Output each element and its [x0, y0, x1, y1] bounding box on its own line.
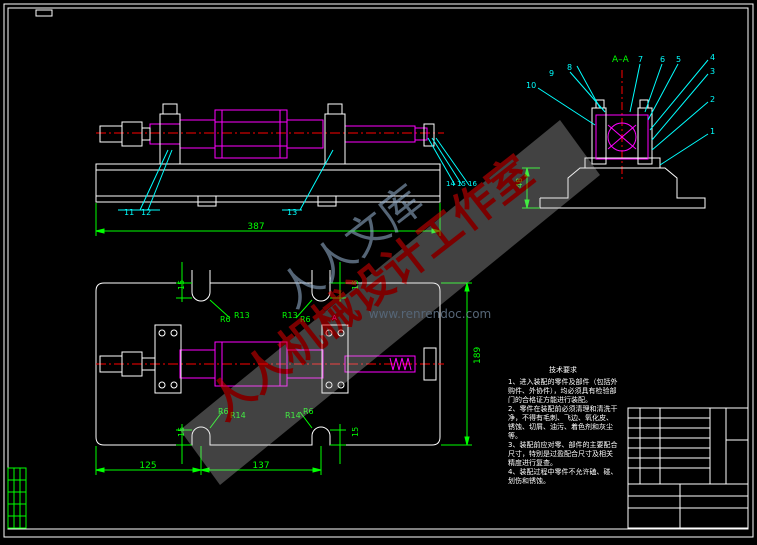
radius-br-1: R14 [285, 411, 301, 420]
radius-tr-2: R6 [300, 315, 311, 324]
callout-12: 12 [141, 208, 151, 217]
callout-1: 1 [710, 127, 715, 136]
section-mark: A [332, 314, 337, 322]
top-shaft [179, 341, 416, 387]
radius-tl-2: R13 [234, 311, 250, 320]
notes-line: 2、零件在装配前必须清理和清洗干净，不得有毛刺、飞边、氧化皮、锈蚀、切屑、油污、… [508, 405, 618, 440]
radius-bl-2: R14 [230, 411, 246, 420]
drawing-frame [7, 7, 749, 530]
dim-15-c: 15 [177, 427, 186, 437]
top-spring [389, 357, 412, 371]
callout-5: 5 [676, 55, 681, 64]
callout-9: 9 [549, 69, 554, 78]
radius-tl-1: R6 [220, 315, 231, 324]
callout-6: 6 [660, 55, 665, 64]
dim-15-a: 15 [177, 280, 186, 290]
section-label: A–A [612, 55, 630, 65]
front-shaft [149, 109, 428, 159]
radius-br-2: R6 [303, 407, 314, 416]
dim-137: 137 [252, 461, 269, 471]
notes-line: 4、装配过程中零件不允许磕、碰、划伤和锈蚀。 [508, 468, 618, 485]
callout-16: 16 [468, 180, 477, 188]
height-dim-48: 48 [515, 178, 524, 188]
front-leaders [118, 137, 470, 211]
length-dim: 387 [247, 222, 264, 232]
callout-4: 4 [710, 53, 715, 62]
dim-125: 125 [139, 461, 156, 471]
front-supports [99, 103, 435, 165]
top-view: A [95, 262, 483, 475]
technical-notes: 技术要求 1、进入装配的零件及部件（包括外购件、外协件），均必须具有检验部门的合… [508, 366, 618, 486]
notes-line: 1、进入装配的零件及部件（包括外购件、外协件），均必须具有检验部门的合格证方能进… [508, 378, 618, 404]
top-supports [99, 324, 437, 394]
dim-189: 189 [473, 347, 483, 364]
top-base-plate [95, 270, 441, 446]
front-view: 387 11 12 13 14 15 16 [95, 103, 477, 236]
callout-14: 14 [446, 180, 455, 188]
sheet-border [3, 3, 754, 538]
binding-strip [7, 467, 27, 529]
section-view: A–A 48 [515, 53, 715, 209]
callout-15: 15 [457, 180, 466, 188]
callout-11: 11 [124, 208, 134, 217]
notes-title: 技术要求 [549, 366, 577, 374]
watermark-url: www.renrendoc.com [369, 307, 491, 321]
dim-15-d: 15 [351, 427, 360, 437]
title-block [627, 407, 749, 529]
section-leaders [537, 59, 709, 166]
section-base [539, 157, 706, 209]
callout-8: 8 [567, 63, 572, 72]
callout-10: 10 [526, 81, 536, 90]
top-dimensions [95, 262, 472, 475]
dim-15-b: 15 [351, 280, 360, 290]
watermark-studio: 人人机械设计工作室 [199, 147, 542, 431]
drawing-number-box [35, 9, 53, 17]
callout-2: 2 [710, 95, 715, 104]
callout-13: 13 [287, 208, 297, 217]
notes-line: 3、装配前应对零、部件的主要配合尺寸，特别是过盈配合尺寸及相关精度进行复查。 [508, 441, 618, 467]
section-clamp [595, 114, 649, 160]
callout-3: 3 [710, 67, 715, 76]
dim-48 [522, 167, 540, 209]
dim-387 [95, 203, 441, 236]
radius-tr-1: R13 [282, 311, 298, 320]
callout-7: 7 [638, 55, 643, 64]
radius-bl-1: R6 [218, 407, 229, 416]
